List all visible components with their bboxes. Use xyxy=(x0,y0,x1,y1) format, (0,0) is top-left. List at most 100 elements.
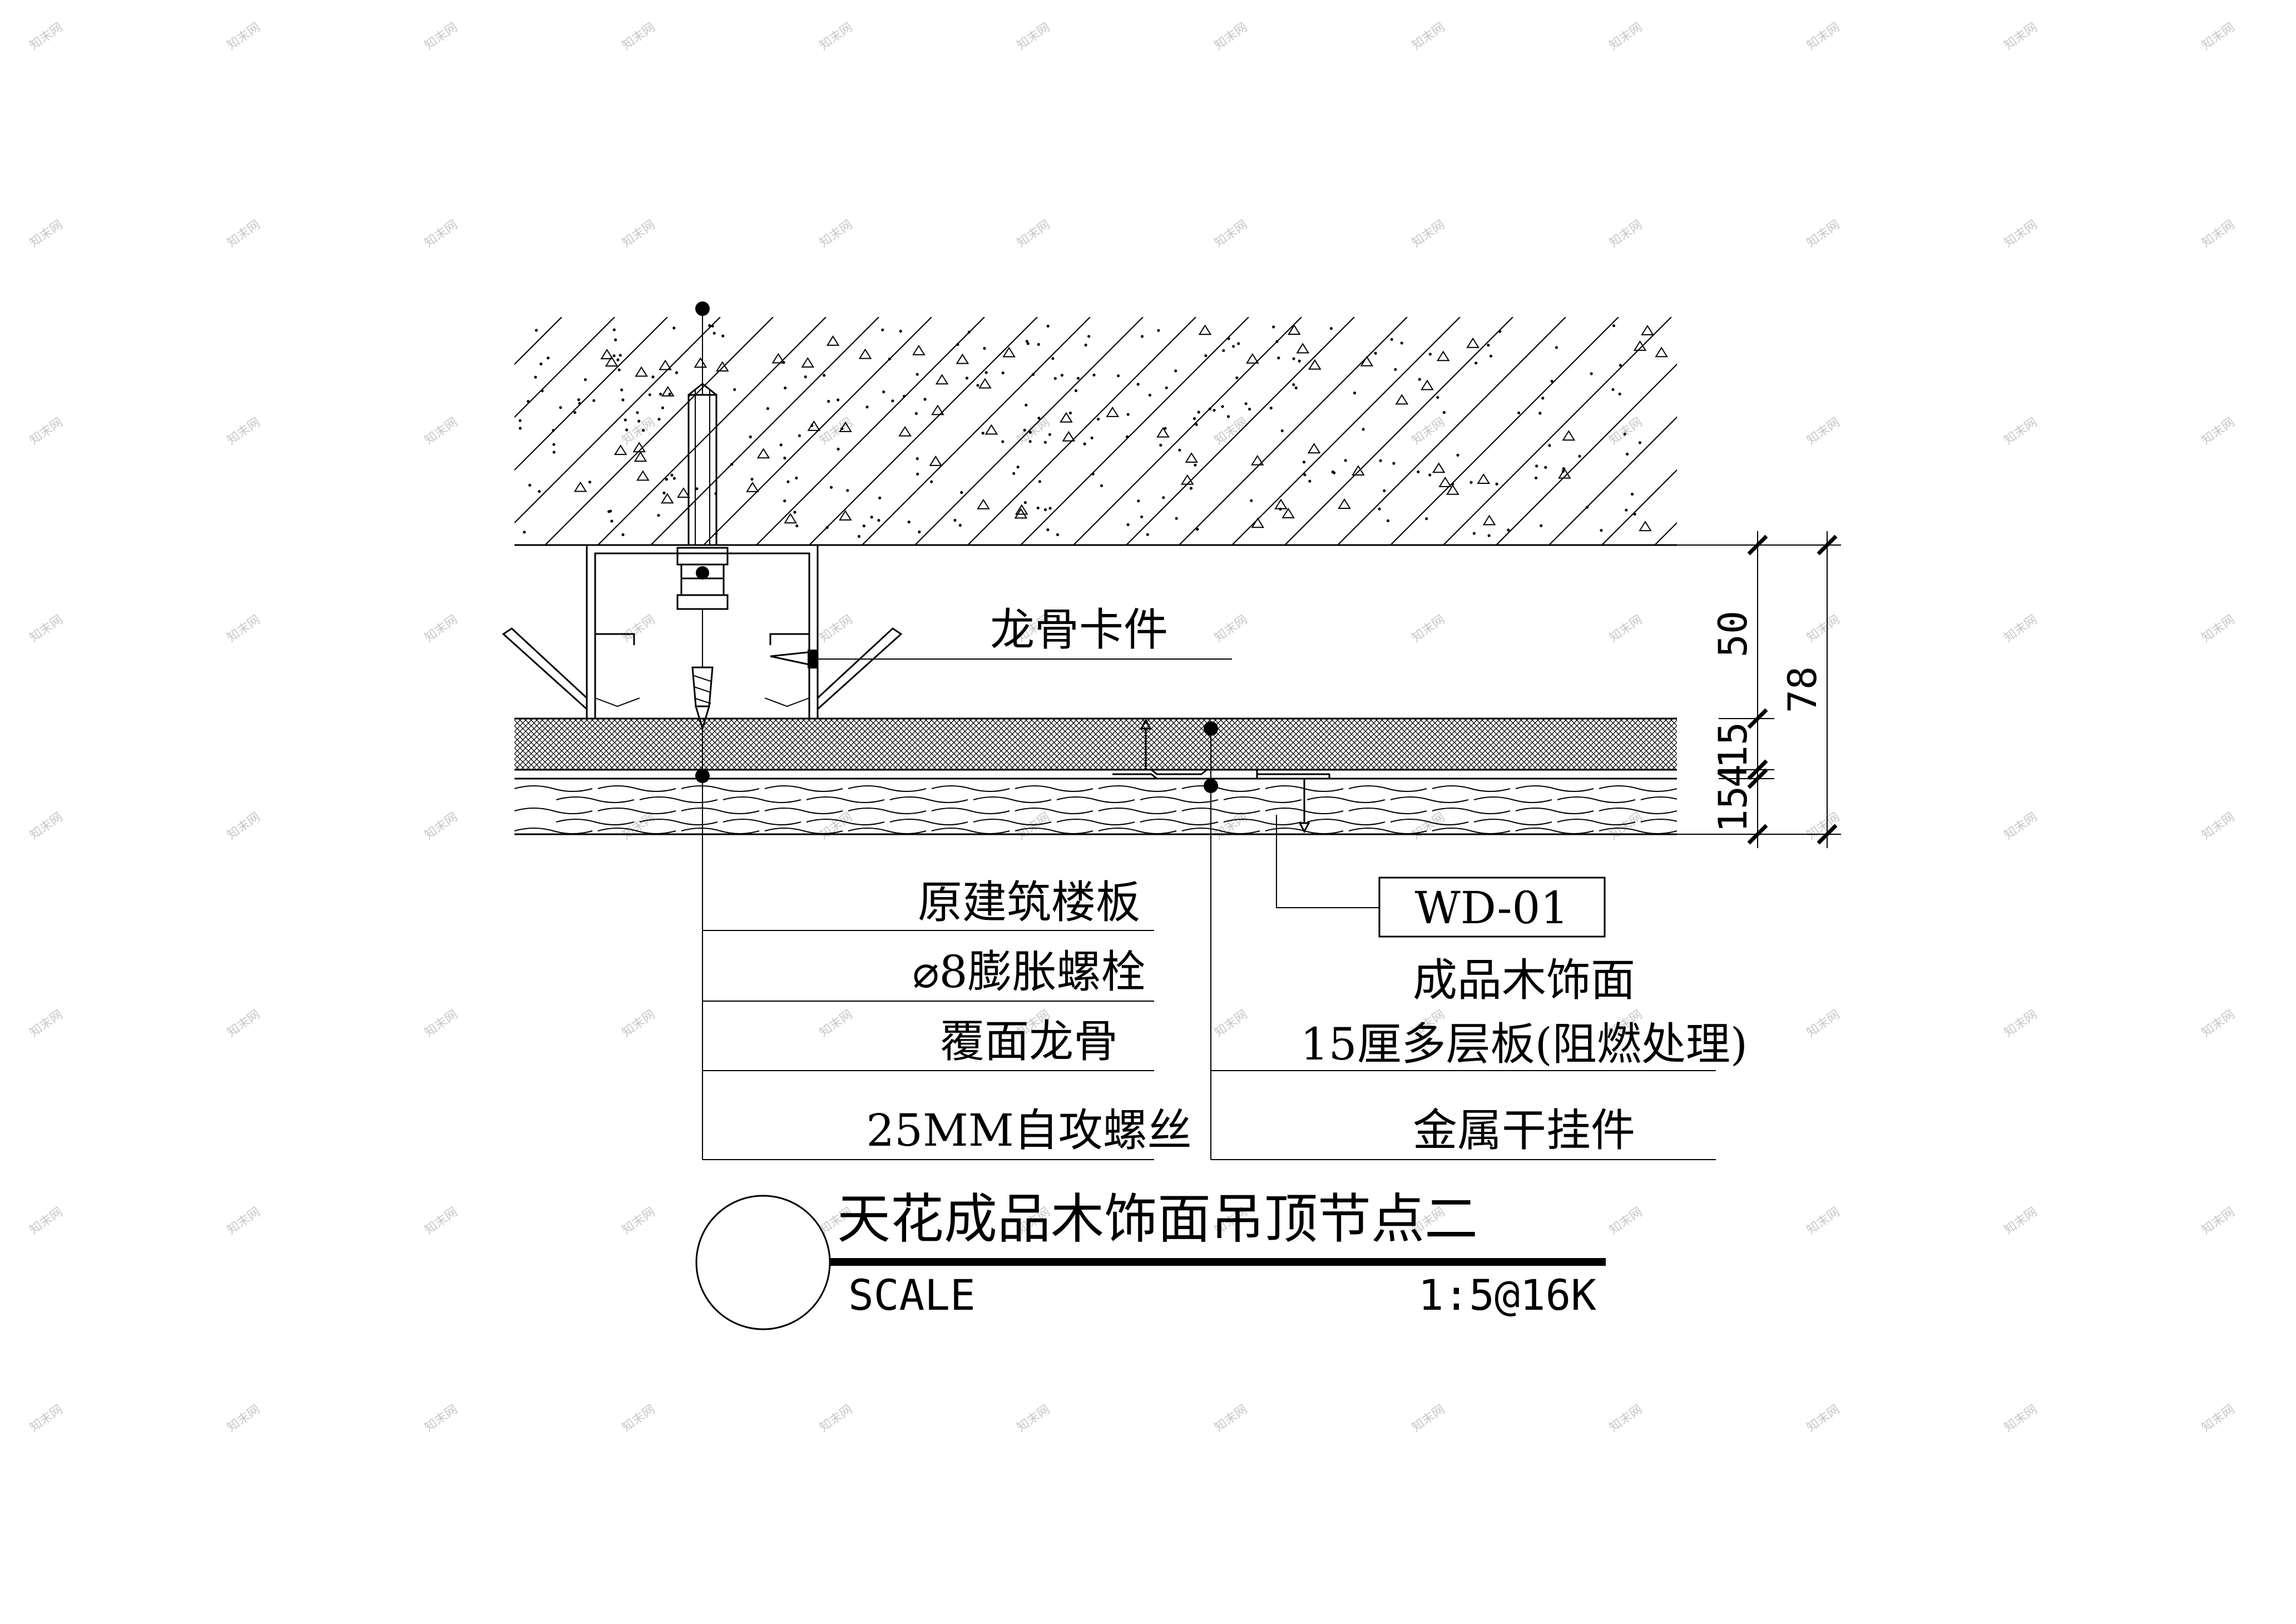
watermark-text: 知末网 xyxy=(620,613,657,645)
watermark-text: 知末网 xyxy=(225,1403,263,1435)
watermark-text: 知末网 xyxy=(1212,218,1250,250)
watermark-text: 知末网 xyxy=(225,218,263,250)
watermark-text: 知末网 xyxy=(2199,21,2237,53)
watermark-text: 知末网 xyxy=(1015,218,1052,250)
label-expansion-bolt: ⌀8膨胀螺栓 xyxy=(912,946,1145,998)
watermark-text: 知末网 xyxy=(2199,810,2237,843)
watermark-text: 知末网 xyxy=(27,21,65,53)
label-self-tapping-screw: 25MM自攻螺丝 xyxy=(866,1105,1192,1156)
watermark-text: 知末网 xyxy=(1212,415,1250,448)
watermark-text: 知末网 xyxy=(1607,613,1645,645)
watermark-text: 知末网 xyxy=(1804,613,1842,645)
label-wood-veneer: 成品木饰面 xyxy=(1413,954,1635,1006)
watermark-text: 知末网 xyxy=(620,21,657,53)
callout-keel-clip: 龙骨卡件 xyxy=(818,604,1232,660)
watermark-text: 知末网 xyxy=(2002,1403,2040,1435)
metal-hanger xyxy=(1112,718,1330,834)
watermark-text: 知末网 xyxy=(1804,1205,1842,1237)
watermark-text: 知末网 xyxy=(817,810,855,843)
watermark-text: 知末网 xyxy=(2199,1205,2237,1237)
watermark-text: 知末网 xyxy=(1212,1403,1250,1435)
dim-plywood-15: 15 xyxy=(1710,722,1756,769)
dim-total-78: 78 xyxy=(1780,666,1825,713)
watermark-text: 知末网 xyxy=(2002,810,2040,843)
watermark-text: 知末网 xyxy=(422,218,460,250)
watermark-text: 知末网 xyxy=(1804,415,1842,448)
label-furring-channel: 覆面龙骨 xyxy=(940,1016,1118,1067)
watermark-text: 知末网 xyxy=(422,613,460,645)
watermark-text: 知末网 xyxy=(225,21,263,53)
watermark-text: 知末网 xyxy=(2002,1205,2040,1237)
watermark-text: 知末网 xyxy=(817,1008,855,1040)
material-tag-code: WD-01 xyxy=(1415,882,1569,934)
plywood-layer xyxy=(514,717,1677,771)
watermark-text: 知末网 xyxy=(817,1403,855,1435)
keel-clip-left xyxy=(502,627,588,711)
watermark-text: 知末网 xyxy=(2002,21,2040,53)
watermark-text: 知末网 xyxy=(2002,218,2040,250)
watermark-text: 知末网 xyxy=(2002,1008,2040,1040)
watermark-text: 知末网 xyxy=(1212,1008,1250,1040)
watermark-text: 知末网 xyxy=(1607,1205,1645,1237)
drawing-title: 天花成品木饰面吊顶节点二 xyxy=(837,1188,1478,1250)
watermark-text: 知末网 xyxy=(1409,415,1447,448)
callout-right-group: 成品木饰面 15厘多层板(阻燃处理) 金属干挂件 xyxy=(1204,721,1748,1160)
watermark-text: 知末网 xyxy=(1015,415,1052,448)
watermark-text: 知末网 xyxy=(1607,1403,1645,1435)
watermark-text: 知末网 xyxy=(225,810,263,843)
keel-clip-right xyxy=(817,627,903,711)
watermark-text: 知末网 xyxy=(27,1205,65,1237)
scale-label: SCALE xyxy=(848,1270,976,1320)
watermark-text: 知末网 xyxy=(1607,21,1645,53)
watermark-text: 知末网 xyxy=(422,1403,460,1435)
watermark-text: 知末网 xyxy=(817,218,855,250)
watermark-text: 知末网 xyxy=(1804,1008,1842,1040)
watermark-text: 知末网 xyxy=(620,218,657,250)
watermark-text: 知末网 xyxy=(422,21,460,53)
scale-value: 1:5@16K xyxy=(1418,1270,1597,1320)
expansion-bolt xyxy=(676,383,729,667)
clip-screw xyxy=(770,650,818,669)
watermark-text: 知末网 xyxy=(2199,415,2237,448)
label-plywood: 15厘多层板(阻燃处理) xyxy=(1300,1018,1748,1070)
watermark-text: 知末网 xyxy=(1409,218,1447,250)
label-metal-hanger: 金属干挂件 xyxy=(1413,1105,1635,1156)
dimension-lines xyxy=(1677,531,1841,848)
watermark-text: 知末网 xyxy=(817,21,855,53)
watermark-text: 知末网 xyxy=(2199,613,2237,645)
watermark-text: 知末网 xyxy=(620,810,657,843)
watermark-text: 知末网 xyxy=(2199,1403,2237,1435)
watermark-text: 知末网 xyxy=(422,415,460,448)
watermark-text: 知末网 xyxy=(225,415,263,448)
wood-veneer-layer xyxy=(514,778,1677,835)
watermark-text: 知末网 xyxy=(27,1008,65,1040)
watermark-text: 知末网 xyxy=(27,218,65,250)
watermark-text: 知末网 xyxy=(2199,218,2237,250)
watermark-text: 知末网 xyxy=(2199,1008,2237,1040)
dim-veneer-15: 15 xyxy=(1710,786,1756,833)
watermark-text: 知末网 xyxy=(1409,1403,1447,1435)
watermark-text: 知末网 xyxy=(1015,1403,1052,1435)
watermark-text: 知末网 xyxy=(27,613,65,645)
watermark-text: 知末网 xyxy=(1212,21,1250,53)
watermark-text: 知末网 xyxy=(620,1205,657,1237)
watermark-text: 知末网 xyxy=(1607,810,1645,843)
watermark-text: 知末网 xyxy=(1409,21,1447,53)
watermark-text: 知末网 xyxy=(2002,613,2040,645)
watermark-text: 知末网 xyxy=(1804,218,1842,250)
callout-left-group: 原建筑楼板 ⌀8膨胀螺栓 覆面龙骨 25MM自攻螺丝 xyxy=(695,301,1192,1160)
label-building-slab: 原建筑楼板 xyxy=(918,877,1140,928)
watermark-text: 知末网 xyxy=(817,613,855,645)
watermark-text: 知末网 xyxy=(422,1008,460,1040)
watermark-text: 知末网 xyxy=(422,1205,460,1237)
watermark-text: 知末网 xyxy=(27,415,65,448)
watermark-text: 知末网 xyxy=(225,1205,263,1237)
watermark-text: 知末网 xyxy=(1607,218,1645,250)
watermark-text: 知末网 xyxy=(1409,613,1447,645)
watermark-text: 知末网 xyxy=(1804,21,1842,53)
concrete-slab xyxy=(514,317,1677,546)
watermark-text: 知末网 xyxy=(225,613,263,645)
watermark-text: 知末网 xyxy=(620,1403,657,1435)
watermark-text: 知末网 xyxy=(1804,1403,1842,1435)
watermark-text: 知末网 xyxy=(1409,810,1447,843)
